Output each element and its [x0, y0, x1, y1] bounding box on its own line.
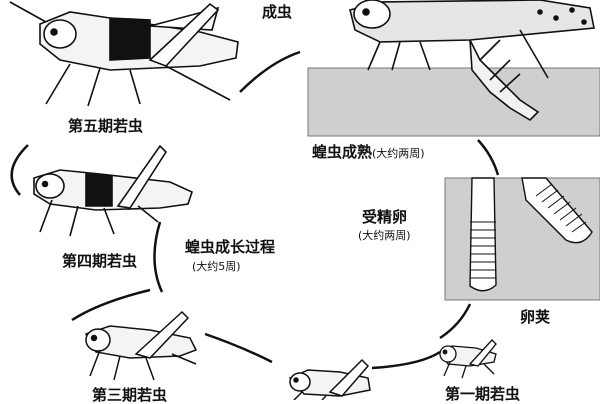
arc-instar1-to-instar2: [371, 350, 441, 370]
arc-instar2-to-instar3: [204, 332, 273, 364]
arc-inner-left: [153, 221, 164, 293]
diagram-center-title: 蝗虫成长过程: [185, 238, 276, 256]
label-instar1: 第一期若虫: [445, 385, 521, 403]
label-instar3: 第三期若虫: [92, 386, 168, 404]
arc-instar3-to-instar4: [71, 288, 151, 322]
egg-pod-panel: [444, 177, 600, 301]
label-egg-note: (大约两周): [358, 229, 411, 242]
mature-grasshopper-icon: [349, 0, 595, 122]
arc-mature-to-egg: [477, 139, 500, 176]
instar5-grasshopper-icon: [9, 1, 239, 107]
ground-panel: [307, 67, 600, 137]
label-adult: 成虫: [262, 3, 293, 21]
cycle-arcs: [10, 50, 500, 370]
label-egg: 受精卵: [362, 208, 408, 226]
label-mature: 蝗虫成熟(大约两周): [312, 145, 425, 160]
arc-adult-to-mature: [239, 50, 301, 93]
label-egg-pod: 卵荚: [520, 308, 551, 326]
diagram-center-note: (大约5周): [192, 260, 241, 273]
label-mature-title: 蝗虫成熟: [312, 143, 373, 161]
instar3-grasshopper-icon: [84, 310, 198, 381]
egg-pod-right-icon: [521, 177, 593, 244]
mature-panel: [307, 0, 600, 137]
arc-instar4-to-instar5: [10, 144, 29, 196]
label-mature-note: (大约两周): [372, 147, 425, 160]
egg-pod-left-icon: [469, 177, 497, 292]
instar1-grasshopper-icon: [439, 339, 497, 379]
label-instar5: 第五期若虫: [68, 117, 144, 135]
arc-egg-to-instar1: [439, 303, 472, 340]
label-instar4: 第四期若虫: [62, 252, 138, 270]
instar4-grasshopper-icon: [33, 144, 193, 237]
instar2-grasshopper-icon: [288, 358, 371, 400]
